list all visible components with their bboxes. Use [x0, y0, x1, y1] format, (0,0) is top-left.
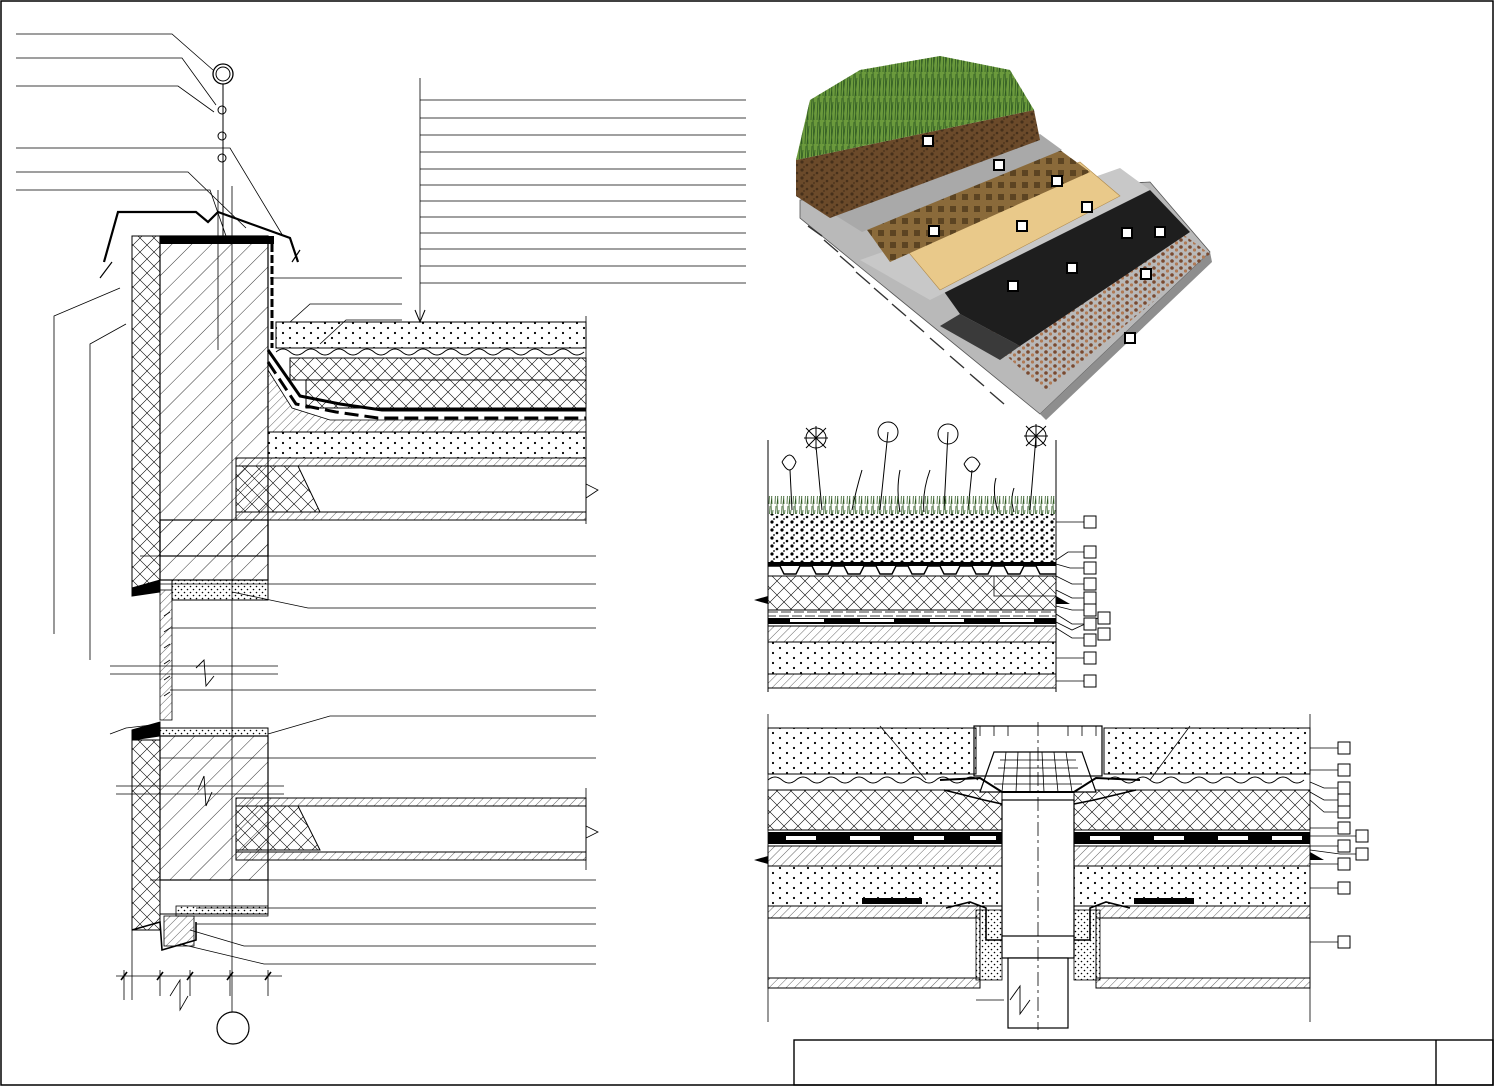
section-marker-box: [1097, 611, 1111, 625]
drain-marker-box: [1337, 763, 1351, 777]
section-marker-box: [1083, 591, 1097, 605]
drain-pipe: [1001, 799, 1075, 941]
section-marker-box: [1083, 515, 1097, 529]
section-marker-box: [1083, 603, 1097, 617]
drain-marker-boxes: [1337, 741, 1369, 949]
substrate-layer: [768, 514, 1056, 564]
roof-drain-section: [754, 714, 1369, 1030]
insulation-xps: [767, 575, 1057, 611]
drainage-profile: [768, 565, 1056, 575]
parapet-section-detail: [16, 33, 746, 1045]
section-marker-box: [1083, 651, 1097, 665]
title-block: [793, 1039, 1494, 1086]
drain-marker-box: [1337, 805, 1351, 819]
green-roof-perspective: [796, 56, 1212, 420]
drain-marker-box: [1337, 935, 1351, 949]
drain-marker-box: [1337, 839, 1351, 853]
layer-reference-lines: [270, 99, 746, 345]
drain-marker-leaders: [1309, 747, 1356, 943]
fall-arrest-pole: [212, 63, 234, 236]
slab-rebar: [807, 225, 1005, 405]
drain-marker-box: [1355, 829, 1369, 843]
drain-marker-box: [1337, 821, 1351, 835]
section-marker-box: [1083, 577, 1097, 591]
section-marker-box: [1083, 561, 1097, 575]
section-marker-box: [1083, 617, 1097, 631]
grass-turf: [768, 496, 1056, 514]
section-marker-boxes: [1083, 515, 1111, 688]
drain-marker-box: [1337, 781, 1351, 795]
section-marker-box: [1083, 633, 1097, 647]
filter-fabric: [830, 134, 1062, 232]
dimension-line: [116, 970, 282, 1012]
section-marker-box: [1083, 674, 1097, 688]
section-marker-box: [1083, 545, 1097, 559]
drain-marker-box: [1337, 881, 1351, 895]
drain-marker-box: [1337, 857, 1351, 871]
wall-leaders: [109, 555, 596, 965]
parapet-leaders: [16, 33, 284, 660]
exterior-wall: [110, 519, 599, 1000]
drain-marker-box: [1337, 741, 1351, 755]
drain-marker-box: [1337, 793, 1351, 807]
roof-buildup-at-parapet: [235, 316, 599, 524]
parapet-insulation: [131, 235, 161, 589]
parapet-coping: [102, 210, 300, 263]
section-marker-box: [1097, 627, 1111, 641]
grid-axis-bubble: [216, 1011, 250, 1045]
green-roof-section: [754, 421, 1111, 692]
drain-marker-box: [1355, 847, 1369, 861]
